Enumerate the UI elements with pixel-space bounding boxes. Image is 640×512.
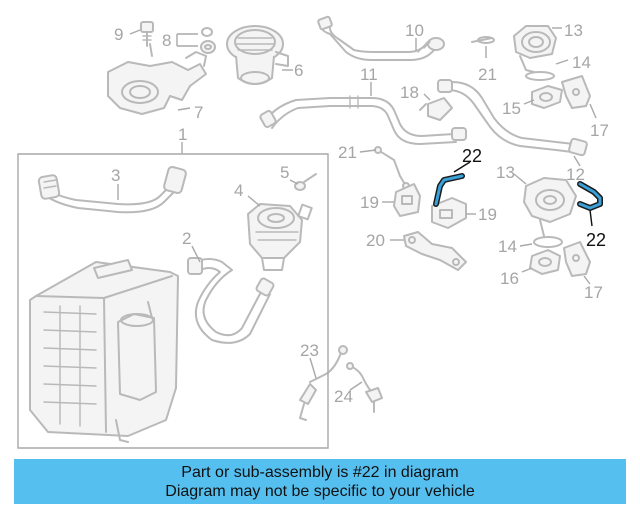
hose-part-2 xyxy=(187,257,275,344)
callout-12: 12 xyxy=(566,165,585,184)
callout-17-mid: 17 xyxy=(584,283,603,302)
valve-part-5 xyxy=(294,173,317,191)
parts-diagram: 1 2 3 4 5 6 7 8 9 10 11 12 13 13 14 14 1… xyxy=(17,15,609,449)
assembly-box-part-1 xyxy=(17,142,329,449)
valve-part-13-top xyxy=(513,25,557,73)
canister-part-1 xyxy=(29,259,179,443)
callout-20: 20 xyxy=(366,231,385,250)
gasket-part-14-mid xyxy=(533,236,563,248)
callout-17-top: 17 xyxy=(590,121,609,140)
gasket-part-14-top xyxy=(525,71,555,81)
valve-part-13-mid xyxy=(523,177,577,237)
callout-14-top: 14 xyxy=(572,53,591,72)
callout-6: 6 xyxy=(294,61,303,80)
oxygen-sensor-part-23 xyxy=(299,345,348,421)
callout-24: 24 xyxy=(334,387,353,406)
callout-16: 16 xyxy=(500,269,519,288)
callout-18: 18 xyxy=(400,83,419,102)
info-banner: Part or sub-assembly is #22 in diagram D… xyxy=(14,459,626,504)
callout-14-mid: 14 xyxy=(498,237,517,256)
callout-19-right: 19 xyxy=(478,205,497,224)
callout-13-top: 13 xyxy=(564,21,583,40)
callout-22-left: 22 xyxy=(462,146,482,166)
callout-9: 9 xyxy=(114,25,123,44)
hose-part-12 xyxy=(437,79,588,157)
highlighted-hose-part-22-right xyxy=(577,181,603,227)
hose-part-11 xyxy=(259,95,467,145)
bracket-part-17-top xyxy=(561,75,591,109)
callout-7: 7 xyxy=(194,103,203,122)
bracket-part-7 xyxy=(107,43,207,115)
callout-5: 5 xyxy=(280,163,289,182)
bracket-part-17-mid xyxy=(563,241,591,277)
callout-8: 8 xyxy=(162,31,171,50)
purge-valve-part-4 xyxy=(247,203,313,271)
callout-21-top: 21 xyxy=(478,65,497,84)
line-part-3 xyxy=(37,165,187,214)
callout-19-left: 19 xyxy=(360,193,379,212)
sensor-part-18 xyxy=(419,97,453,121)
callout-22-right: 22 xyxy=(586,230,606,250)
clip-part-21-top xyxy=(471,36,495,44)
banner-line-disclaimer: Diagram may not be specific to your vehi… xyxy=(165,482,475,500)
valve-part-19-right xyxy=(431,197,467,229)
callout-2: 2 xyxy=(182,229,191,248)
highlighted-hose-part-22-left xyxy=(433,161,471,207)
callout-15: 15 xyxy=(502,99,521,118)
bolt-part-9 xyxy=(140,21,154,47)
air-pump-part-6 xyxy=(226,25,289,85)
callout-23: 23 xyxy=(300,341,319,360)
flange-part-16 xyxy=(529,249,561,275)
callout-21-mid: 21 xyxy=(338,143,357,162)
valve-part-19-left xyxy=(393,183,421,217)
flange-part-15-top xyxy=(531,85,563,109)
callout-11: 11 xyxy=(360,65,378,84)
callout-4: 4 xyxy=(234,181,243,200)
callout-13-mid: 13 xyxy=(496,163,515,182)
grommets-part-8 xyxy=(200,27,216,54)
callout-3: 3 xyxy=(111,166,120,185)
oxygen-sensor-part-24 xyxy=(346,362,383,413)
hose-part-10 xyxy=(317,15,445,61)
banner-line-part-number: Part or sub-assembly is #22 in diagram xyxy=(181,463,459,481)
bracket-part-20 xyxy=(403,231,467,271)
callout-10: 10 xyxy=(405,21,424,40)
callout-1: 1 xyxy=(178,125,187,144)
hose-part-21-mid xyxy=(374,146,410,190)
